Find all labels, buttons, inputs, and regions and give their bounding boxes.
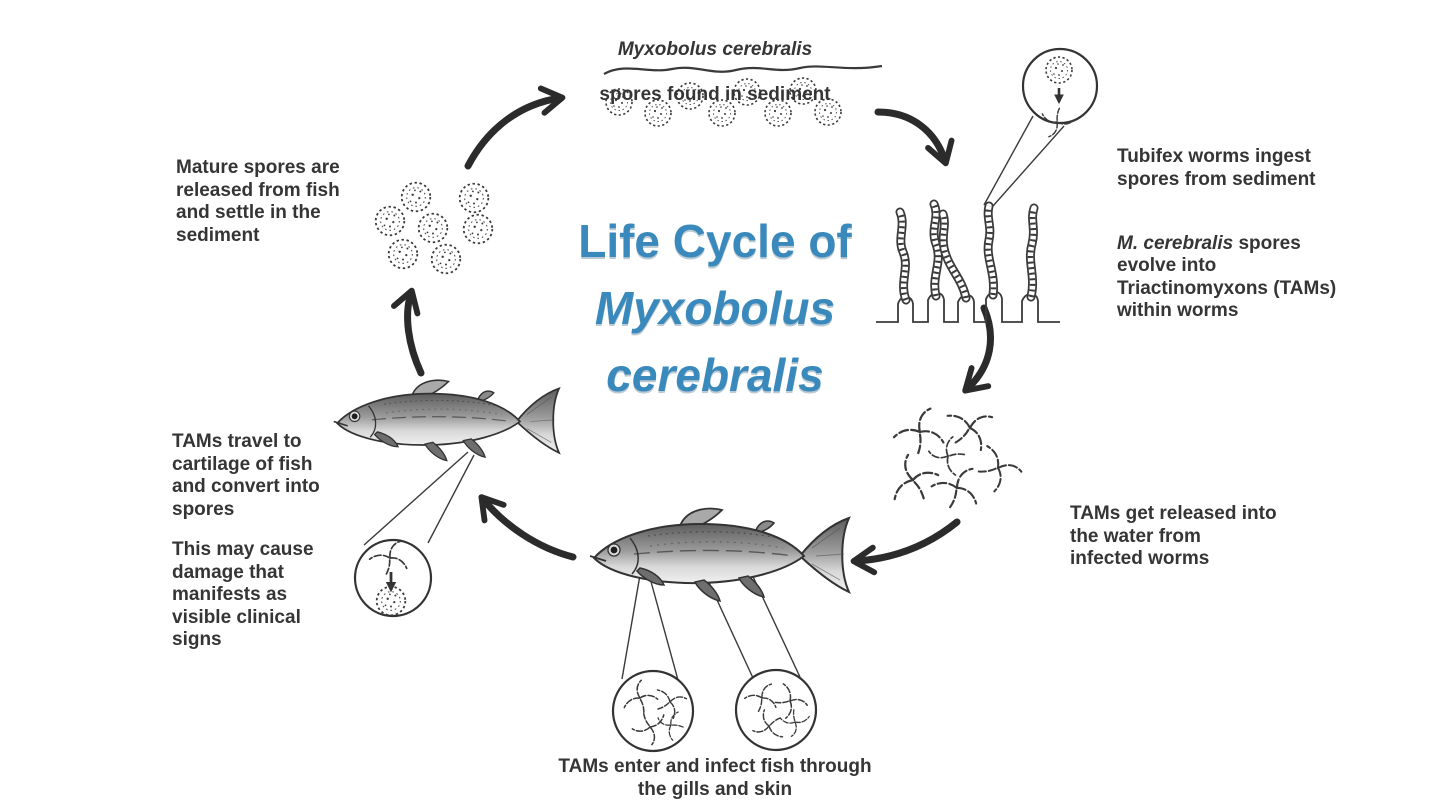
arrow-fish-to-spores <box>391 287 425 377</box>
label-tams-travel: TAMs travel to cartilage of fish and con… <box>172 431 320 520</box>
title-line-1: Life Cycle of <box>578 215 852 267</box>
mature-spores-illustration <box>374 181 494 275</box>
label-worms-ingest: Tubifex worms ingest spores from sedimen… <box>1117 146 1316 190</box>
magnifier-gills <box>611 669 695 753</box>
label-fish-infection: TAMs enter and infect fish through the g… <box>558 756 872 800</box>
arrow-sediment-to-worms <box>874 108 955 167</box>
arrow-tams-to-fish <box>850 518 961 576</box>
tams-cluster-illustration <box>877 393 1026 517</box>
label-evolve-species: M. cerebralis <box>1117 232 1234 254</box>
label-tams-release: TAMs get released into the water from in… <box>1070 503 1277 569</box>
arrow-worms-to-tams <box>962 304 994 394</box>
trout-bottom-illustration <box>589 507 850 681</box>
tubifex-worms-illustration <box>876 199 1060 323</box>
arrow-fish-to-fish <box>478 494 577 561</box>
label-evolve-rest: spores <box>1233 232 1301 254</box>
label-damage: This may cause damage that manifests as … <box>172 539 314 650</box>
label-sediment-stage: Myxobolus cerebralis spores found in sed… <box>515 16 915 106</box>
magnifier-tam-to-spore <box>353 536 433 618</box>
label-mature-spores: Mature spores are released from fish and… <box>176 157 340 246</box>
label-evolve-lines: evolve into Triactinomyxons (TAMs) withi… <box>1117 255 1337 321</box>
magnifier-skin <box>734 668 818 752</box>
arrow-spores-to-sediment <box>464 85 566 170</box>
title-line-3: cerebralis <box>606 349 824 401</box>
trout-left-illustration <box>332 379 560 546</box>
magnifier-spore-to-tam <box>983 47 1099 207</box>
label-sediment-species: Myxobolus cerebralis <box>617 38 813 60</box>
diagram-title: Life Cycle of Myxobolus cerebralis <box>540 208 890 409</box>
title-line-2: Myxobolus <box>594 282 836 334</box>
label-spores-evolve: M. cerebralis spores evolve into Triacti… <box>1117 210 1336 345</box>
sediment-spores-illustration <box>603 64 883 127</box>
label-sediment-rest: spores found in sediment <box>599 83 831 105</box>
